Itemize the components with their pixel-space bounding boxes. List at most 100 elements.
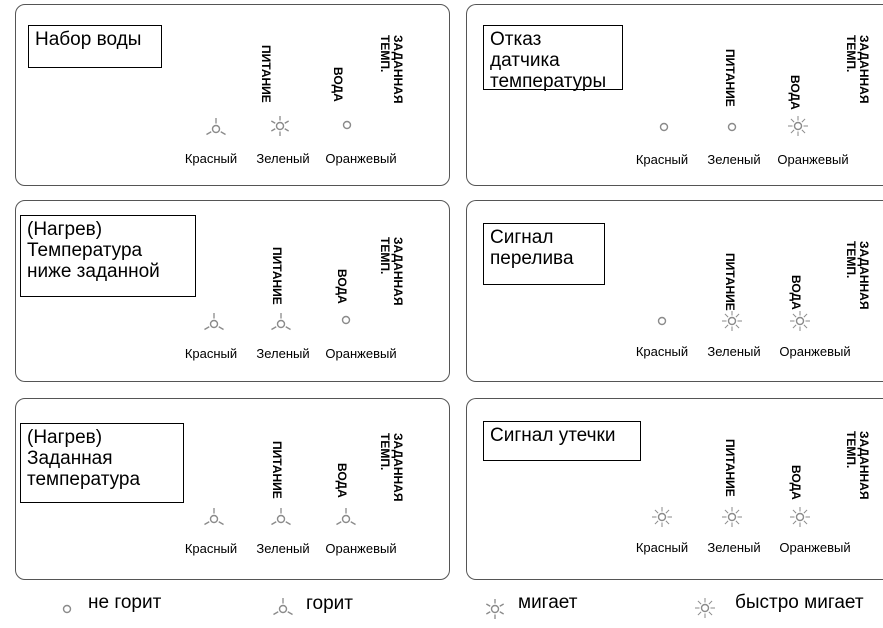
label-power: ПИТАНИЕ — [270, 247, 284, 305]
label-set-temp: ЗАДАННАЯ ТЕМП. — [378, 237, 405, 306]
panel-title: Отказ датчика температуры — [483, 25, 623, 92]
legend-on-label: горит — [306, 593, 353, 614]
color-label-orange: Оранжевый — [777, 152, 849, 167]
led-ray — [271, 326, 277, 331]
led-dot — [657, 316, 667, 326]
color-label-orange: Оранжевый — [325, 151, 397, 166]
led-ray — [735, 520, 740, 525]
indicator-green — [265, 110, 295, 140]
legend-fast-icon — [690, 592, 720, 622]
led-ray — [724, 520, 729, 525]
indicator-red — [649, 111, 679, 141]
led-dot — [342, 120, 352, 130]
led-ray — [792, 313, 797, 318]
label-set-temp: ЗАДАННАЯ ТЕМП. — [378, 433, 405, 502]
led-ray — [790, 118, 795, 123]
label-water: ВОДА — [788, 75, 802, 110]
color-label-red: Красный — [184, 346, 238, 361]
led-ray — [790, 129, 795, 134]
panel-leak: Сигнал утечки ПИТАНИЕ ВОДА ЗАДАННАЯ ТЕМП… — [466, 398, 883, 580]
led-ray — [708, 611, 713, 616]
panel-water-fill: Набор воды ПИТАНИЕ ВОДА ЗАДАННАЯ ТЕМП. К… — [15, 4, 450, 186]
led-ray — [285, 521, 291, 526]
led-dot — [727, 122, 737, 132]
led-dot — [793, 121, 803, 131]
indicator-green — [717, 111, 747, 141]
label-water: ВОДА — [335, 269, 349, 304]
led-dot — [659, 122, 669, 132]
led-dot — [795, 316, 805, 326]
led-ray — [724, 509, 729, 514]
led-ray — [665, 509, 670, 514]
led-dot — [276, 514, 286, 524]
led-ray — [665, 520, 670, 525]
led-ray — [735, 509, 740, 514]
indicator-orange — [332, 109, 362, 139]
led-ray — [803, 520, 808, 525]
led-ray — [336, 521, 342, 526]
color-label-orange: Оранжевый — [779, 344, 851, 359]
led-dot — [490, 604, 500, 614]
color-label-green: Зеленый — [707, 540, 761, 555]
color-label-orange: Оранжевый — [325, 346, 397, 361]
indicator-red — [647, 501, 677, 531]
led-ray — [792, 509, 797, 514]
color-label-green: Зеленый — [707, 344, 761, 359]
led-dot — [209, 319, 219, 329]
indicator-orange — [783, 110, 813, 140]
led-dot — [211, 124, 221, 134]
led-ray — [284, 128, 289, 132]
led-ray — [284, 120, 289, 124]
led-ray — [803, 324, 808, 329]
led-ray — [285, 326, 291, 331]
label-water: ВОДА — [789, 275, 803, 310]
label-water: ВОДА — [789, 465, 803, 500]
color-label-green: Зеленый — [256, 541, 310, 556]
led-dot — [209, 514, 219, 524]
label-water: ВОДА — [335, 463, 349, 498]
led-dot — [278, 604, 288, 614]
color-label-green: Зеленый — [707, 152, 761, 167]
led-ray — [708, 600, 713, 605]
legend-off-label: не горит — [88, 592, 162, 613]
led-ray — [803, 509, 808, 514]
led-dot — [657, 512, 667, 522]
panel-sensor-failure: Отказ датчика температуры ПИТАНИЕ ВОДА З… — [466, 4, 883, 186]
label-power: ПИТАНИЕ — [723, 439, 737, 497]
led-ray — [792, 324, 797, 329]
color-label-red: Красный — [635, 344, 689, 359]
led-ray — [801, 129, 806, 134]
color-label-red: Красный — [635, 152, 689, 167]
led-ray — [486, 611, 491, 615]
indicator-orange — [785, 501, 815, 531]
indicator-green — [266, 503, 296, 533]
panel-heating-below: (Нагрев) Температура ниже заданной ПИТАН… — [15, 200, 450, 382]
led-dot — [275, 121, 285, 131]
indicator-red — [199, 308, 229, 338]
led-ray — [735, 324, 740, 329]
indicator-orange — [331, 503, 361, 533]
color-label-red: Красный — [635, 540, 689, 555]
indicator-red — [647, 305, 677, 335]
label-power: ПИТАНИЕ — [270, 441, 284, 499]
led-ray — [218, 521, 224, 526]
color-label-orange: Оранжевый — [779, 540, 851, 555]
led-dot — [727, 316, 737, 326]
led-ray — [697, 600, 702, 605]
led-ray — [499, 603, 504, 607]
indicator-green — [717, 501, 747, 531]
led-ray — [803, 313, 808, 318]
led-ray — [287, 611, 293, 616]
led-ray — [218, 326, 224, 331]
led-ray — [273, 611, 279, 616]
label-set-temp: ЗАДАННАЯ ТЕМП. — [844, 35, 871, 104]
led-ray — [499, 611, 504, 615]
panel-title: (Нагрев) Заданная температура — [20, 423, 184, 503]
label-power: ПИТАНИЕ — [723, 253, 737, 311]
legend-fast-label: быстро мигает — [735, 592, 864, 613]
label-set-temp: ЗАДАННАЯ ТЕМП. — [378, 35, 405, 104]
color-label-green: Зеленый — [256, 151, 310, 166]
led-dot — [276, 319, 286, 329]
led-dot — [795, 512, 805, 522]
indicator-green — [717, 305, 747, 335]
